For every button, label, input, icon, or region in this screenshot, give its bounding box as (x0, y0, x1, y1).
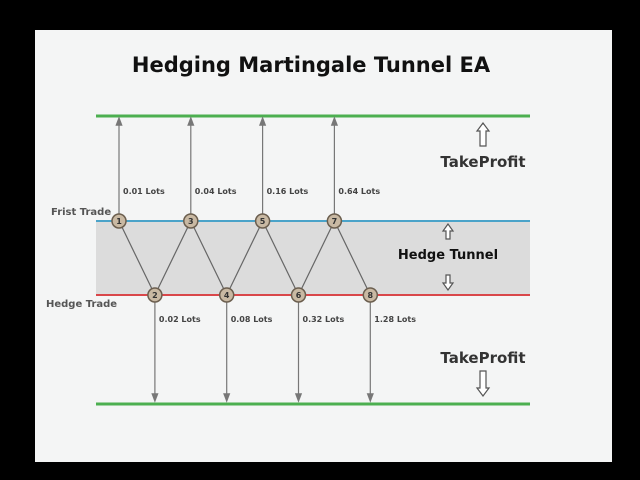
takeprofit-bottom-label: TakeProfit (440, 349, 525, 367)
lot-size-label: 1.28 Lots (374, 315, 416, 324)
trade-node (326, 213, 343, 229)
takeprofit-top-label: TakeProfit (440, 153, 525, 171)
lot-size-label: 0.02 Lots (159, 315, 201, 324)
trade-node (111, 213, 127, 229)
trade-node (183, 213, 199, 229)
zigzag-segment (190, 220, 228, 296)
zigzag-segment (297, 220, 335, 296)
trade-number: 2 (152, 291, 158, 300)
hedge-trade-label: Hedge Trade (46, 299, 117, 310)
trade-number: 4 (224, 291, 230, 300)
lot-size-label: 0.64 Lots (338, 187, 380, 196)
zigzag-segment (333, 220, 371, 296)
trade-node (254, 213, 271, 229)
lot-size-label: 0.01 Lots (123, 187, 165, 196)
trade-node (362, 287, 379, 303)
trade-number: 8 (368, 291, 374, 300)
hedge-tunnel-label: Hedge Tunnel (398, 248, 498, 263)
lot-size-label: 0.08 Lots (231, 315, 273, 324)
first-trade-label: Frist Trade (51, 207, 111, 218)
trade-number: 5 (260, 217, 266, 226)
lot-size-label: 0.16 Lots (267, 187, 309, 196)
lot-size-label: 0.04 Lots (195, 187, 237, 196)
zigzag-segment (118, 220, 156, 296)
trade-node (218, 287, 235, 303)
zigzag-segment (262, 220, 300, 296)
zigzag-segment (154, 220, 192, 296)
zigzag-segment (226, 220, 264, 296)
trade-number: 3 (188, 217, 194, 226)
down-arrow-icon (441, 274, 455, 292)
trade-node (290, 287, 307, 303)
trade-number: 6 (296, 291, 302, 300)
up-arrow-icon (475, 122, 491, 147)
down-arrow-icon (475, 370, 491, 397)
lot-size-label: 0.32 Lots (303, 315, 345, 324)
trade-number: 1 (116, 217, 122, 226)
trade-node (147, 287, 163, 303)
diagram-title: Hedging Martingale Tunnel EA (132, 53, 491, 77)
hedge-tunnel-area (96, 221, 530, 295)
up-arrow-icon (441, 222, 455, 240)
trade-number: 7 (332, 217, 338, 226)
